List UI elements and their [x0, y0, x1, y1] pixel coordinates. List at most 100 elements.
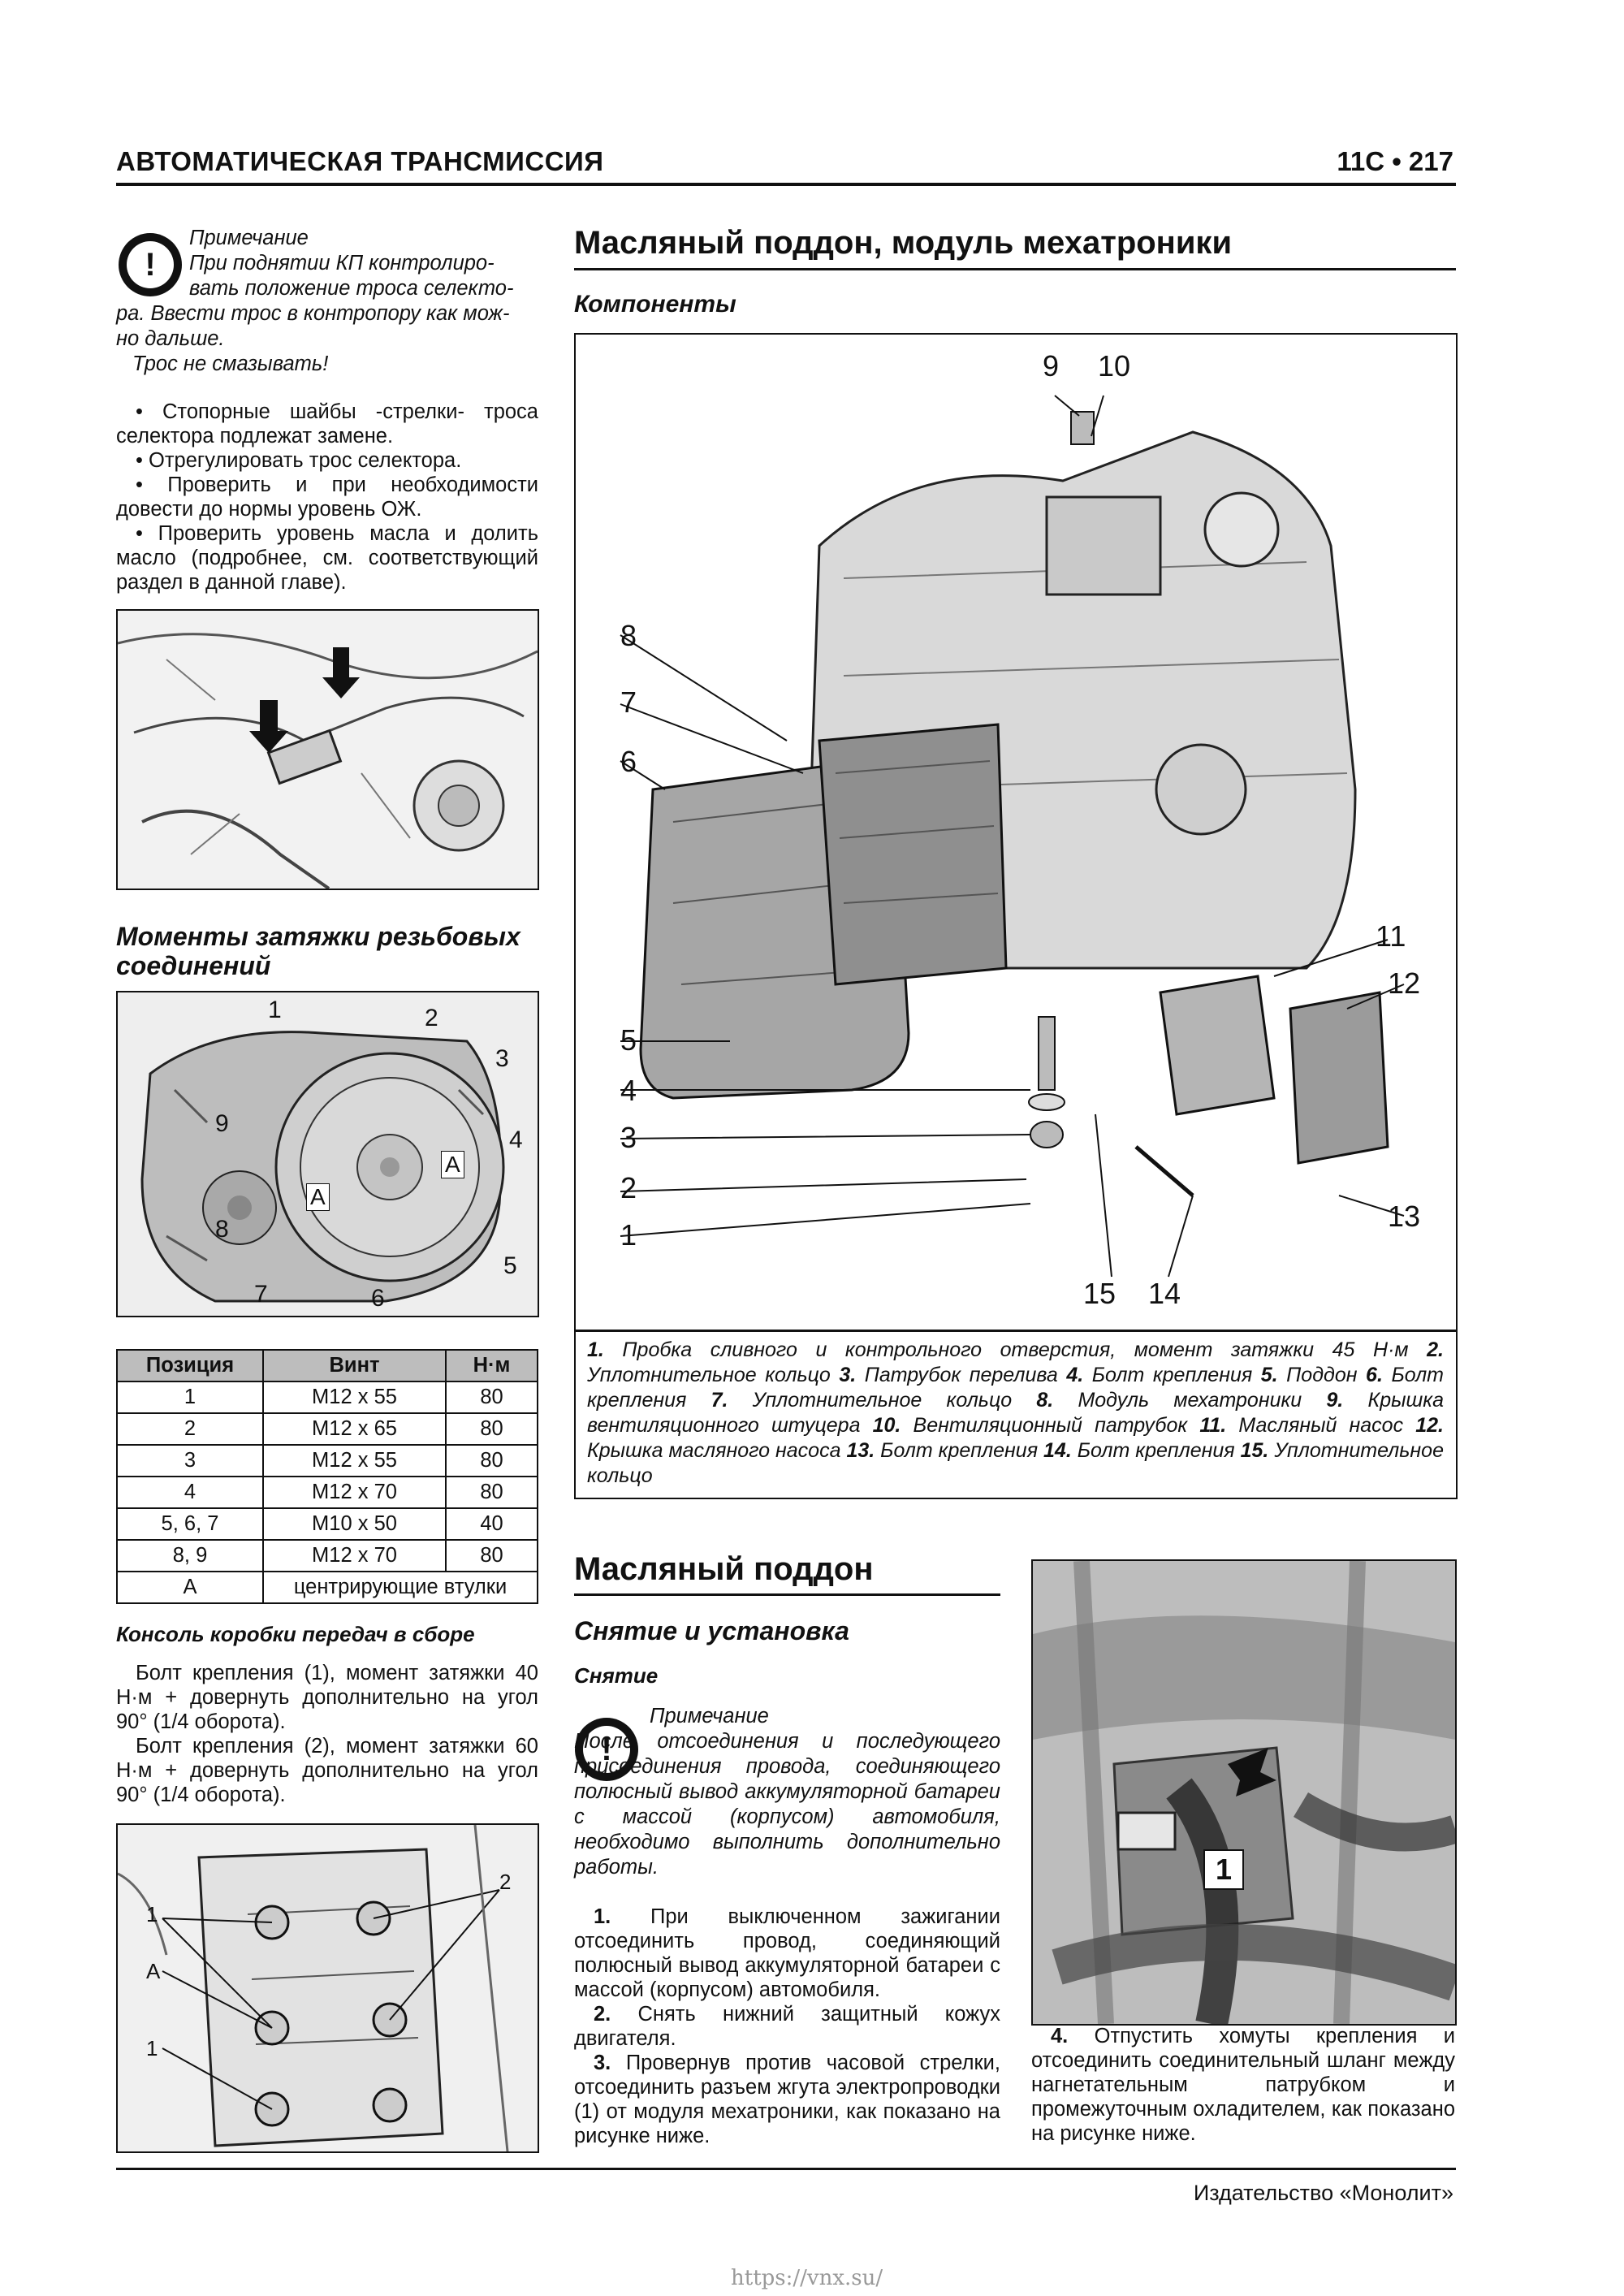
callout-label: 2 [425, 1005, 438, 1031]
table-cell: 40 [445, 1507, 538, 1541]
table-cell: 3 [116, 1444, 264, 1477]
table-cell: 80 [445, 1381, 538, 1414]
figure-caption: 1. Пробка сливного и контрольного отверс… [587, 1338, 1444, 1489]
footer-rule [116, 2168, 1456, 2170]
table-cell: 80 [445, 1539, 538, 1572]
callout-label: 13 [1388, 1200, 1421, 1233]
running-header-title: АВТОМАТИЧЕСКАЯ ТРАНСМИССИЯ [116, 146, 604, 176]
bullet-item: • Проверить уровень масла и долить масло… [116, 522, 538, 594]
section-rule [574, 268, 1456, 270]
figure-components: 9 10 8 7 6 5 4 3 2 1 11 12 13 15 14 1. П… [574, 333, 1458, 1499]
caption-text: Болт крепления [1083, 1364, 1261, 1386]
callout-label: 1 [146, 1902, 158, 1926]
caption-text: Модуль мехатроники [1053, 1389, 1327, 1412]
callout-label: 7 [254, 1281, 268, 1308]
caption-number: 3. [839, 1364, 857, 1386]
callout-label: 6 [371, 1285, 385, 1312]
caption-text: Вентиляционный патрубок [901, 1414, 1200, 1437]
caption-number: 11. [1199, 1414, 1227, 1437]
bullet-item: • Проверить и при необходимости довести … [116, 473, 538, 521]
note-line: При поднятии КП контролиро- [189, 252, 495, 275]
table-cell: 80 [445, 1412, 538, 1446]
page-number: 11C • 217 [1337, 146, 1453, 176]
callout-label: 5 [503, 1252, 517, 1279]
callout-label: 9 [1043, 349, 1060, 383]
caption-number: 7. [710, 1389, 728, 1412]
callout-label: 4 [620, 1074, 637, 1107]
table-cell: M10 x 50 [262, 1507, 447, 1541]
table-cell: 1 [116, 1381, 264, 1414]
step-number: 2. [594, 2003, 611, 2026]
step-item: 2. Снять нижний защитный кожух двигателя… [574, 2002, 1000, 2051]
callout-label: 12 [1388, 966, 1421, 1000]
section-rule [574, 1593, 1000, 1596]
callout-label: 2 [499, 1870, 512, 1894]
caption-text: Крышка вентиляционного штуцера [587, 1389, 1444, 1437]
table-cell: центрирующие втулки [262, 1571, 538, 1604]
figure-console: 1 2 A 1 [116, 1823, 539, 2153]
caption-number: 8. [1036, 1389, 1054, 1412]
caption-text: Патрубок перелива [856, 1364, 1067, 1386]
table-header-row: Позиция Винт Н·м [116, 1349, 538, 1382]
figure-divider [576, 1330, 1456, 1332]
callout-label: A [441, 1151, 464, 1178]
note-line: ра. Ввести трос в контропору как мож- [116, 302, 510, 325]
step-item: 1. При выключенном зажигании отсоединить… [574, 1905, 1000, 2002]
caption-text: Уплотнительное кольцо [587, 1364, 840, 1386]
caption-number: 14. [1043, 1439, 1072, 1462]
callout-label: 7 [620, 685, 637, 719]
table-cell: 2 [116, 1412, 264, 1446]
note-line: вать положение троса селекто- [189, 277, 514, 300]
section-title-mechatronics: Масляный поддон, модуль мехатроники [574, 225, 1233, 261]
callout-label: 6 [620, 745, 637, 778]
step-number: 3. [594, 2052, 611, 2074]
caption-number: 12. [1415, 1414, 1444, 1437]
lightbulb-icon: ! [119, 233, 182, 296]
callout-label: 5 [620, 1023, 637, 1057]
caption-text: Уплотнительное кольцо [587, 1439, 1444, 1487]
table-cell: M12 x 55 [262, 1444, 447, 1477]
lightbulb-icon: ! [575, 1718, 638, 1781]
step-number: 4. [1051, 2025, 1069, 2047]
step-text: При выключенном зажигании отсоединить пр… [574, 1905, 1000, 2001]
step-text: Отпустить хомуты крепления и отсоединить… [1031, 2025, 1455, 2145]
subtitle-removal-install: Снятие и установка [574, 1616, 849, 1645]
table-cell: M12 x 70 [262, 1476, 447, 1509]
arrow-rotate-icon [1228, 1748, 1276, 1797]
table-cell: 80 [445, 1444, 538, 1477]
bullet-list: • Стопорные шайбы -стрелки- троса селект… [116, 400, 538, 595]
caption-text: Уплотнительное кольцо [728, 1389, 1037, 1412]
callout-label: 9 [215, 1110, 229, 1137]
console-title: Консоль коробки передач в сборе [116, 1622, 475, 1646]
torque-title: Моменты затяжки резьбовых соединений [116, 922, 520, 980]
caption-number: 1. [587, 1338, 604, 1361]
callout-label: 1 [268, 997, 282, 1023]
callout-label: 11 [1376, 919, 1406, 953]
arrow-down-icon [322, 647, 360, 698]
caption-number: 4. [1066, 1364, 1084, 1386]
callout-label: 8 [215, 1216, 229, 1243]
callout-label: 2 [620, 1171, 637, 1204]
callout-label: 1 [146, 2036, 158, 2060]
header-rule [116, 183, 1456, 186]
steps-list: 1. При выключенном зажигании отсоединить… [574, 1905, 1000, 2148]
table-cell: 5, 6, 7 [116, 1507, 264, 1541]
caption-number: 2. [1427, 1338, 1444, 1361]
step-4: 4. Отпустить хомуты крепления и отсоедин… [1031, 2024, 1455, 2146]
table-cell: 8, 9 [116, 1539, 264, 1572]
console-text: Болт крепления (1), момент затяжки 40 Н·… [116, 1661, 538, 1807]
caption-text: Болт крепления [875, 1439, 1044, 1462]
torque-title-line: Моменты затяжки резьбовых [116, 922, 520, 951]
caption-text: Пробка сливного и контрольного отверстия… [603, 1338, 1427, 1361]
note-line: Трос не смазывать! [132, 352, 329, 375]
note-text: После отсоединения и последующего присое… [574, 1730, 1000, 1879]
table-cell: A [116, 1571, 264, 1604]
callout-label: 10 [1098, 349, 1131, 383]
caption-number: 9. [1326, 1389, 1344, 1412]
column-header: Позиция [116, 1349, 264, 1382]
